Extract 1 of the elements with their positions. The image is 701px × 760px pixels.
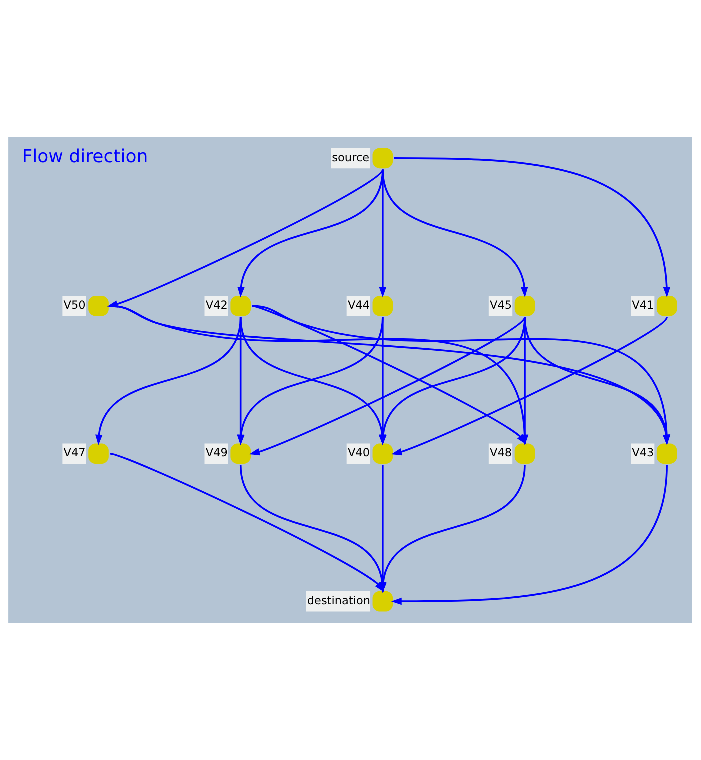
label: Flow direction	[22, 146, 148, 168]
